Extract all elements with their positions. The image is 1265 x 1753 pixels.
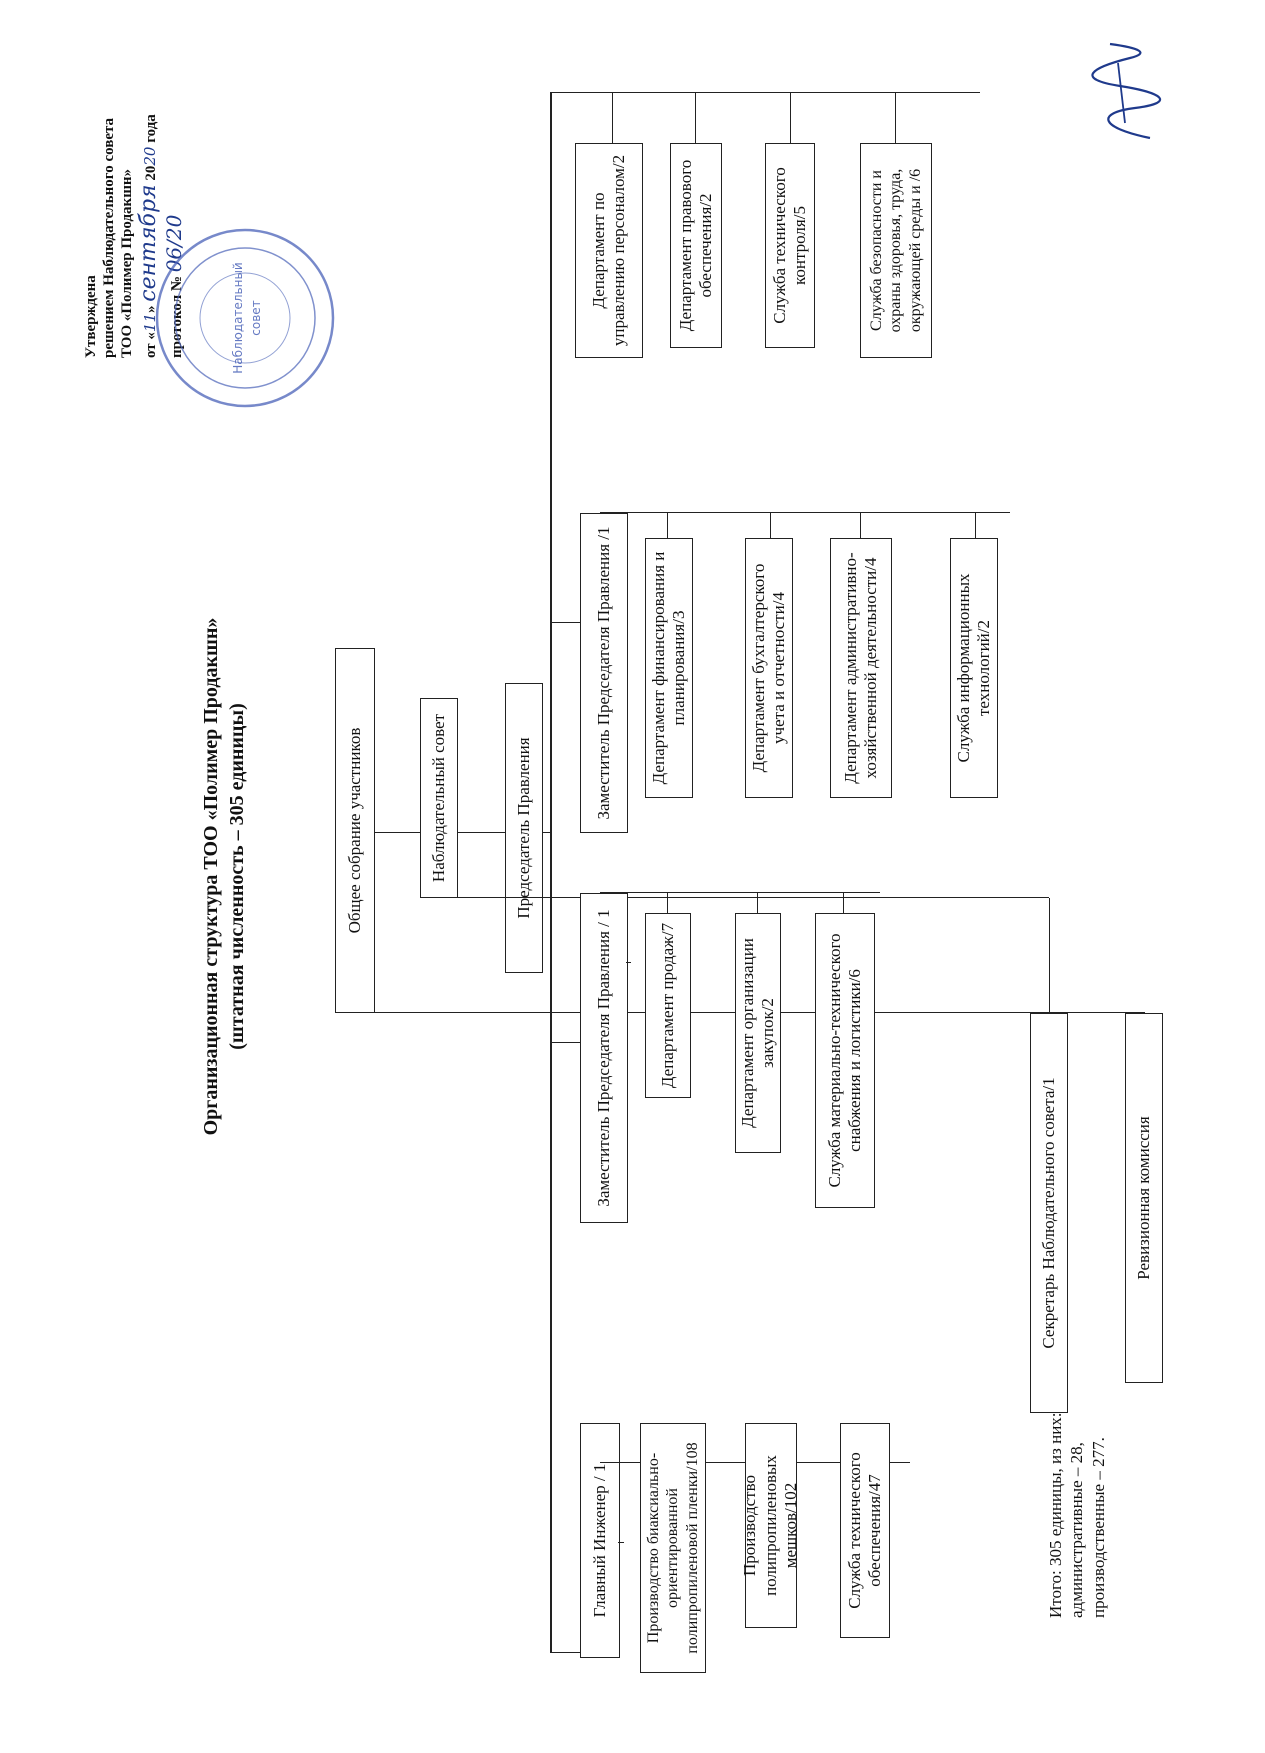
approval-line-3: ТОО «Полимер Продакшн» <box>119 168 135 358</box>
branch-head-deputy-2: Заместитель Председателя Правления /1 <box>580 513 628 833</box>
branch-1-spine <box>600 892 880 893</box>
seal-stamp-icon: Наблюдательный совет <box>155 228 335 408</box>
date-year: 20 <box>141 146 159 166</box>
connector-meeting-to-board <box>375 832 420 833</box>
unit-legal: Департамент правового обеспечения/2 <box>670 143 722 348</box>
summary-line-1: Итого: 305 единицы, из них: <box>1046 1412 1065 1618</box>
branch-2-spine <box>600 512 1010 513</box>
supervisory-board-box: Наблюдательный совет <box>420 698 458 898</box>
branch-head-chief-engineer: Главный Инженер / 1 <box>580 1423 620 1658</box>
branch-3-spine <box>580 92 980 93</box>
summary-line-3: производственные – 277. <box>1088 1437 1108 1618</box>
unit-tech-control: Служба технического контроля/5 <box>765 143 815 348</box>
unit-procurement: Департамент организации закупок/2 <box>735 913 781 1153</box>
approval-line-1: Утверждена <box>83 275 99 358</box>
unit-pp-bags: Производство полипропиленовых мешков/102 <box>740 1423 800 1628</box>
unit-bopp-film: Производство биаксиально-ориентированной… <box>640 1423 706 1673</box>
unit-tech-support: Служба технического обеспечения/47 <box>840 1423 890 1638</box>
seal-text-1: Наблюдательный <box>231 262 245 373</box>
main-branch-bus <box>550 93 552 1653</box>
connector-board-to-secretary <box>439 897 1049 898</box>
connector-chairman-down <box>543 832 550 833</box>
audit-commission-box: Ревизионная комиссия <box>1125 1013 1163 1383</box>
unit-hr: Департамент по управлению персоналом/2 <box>575 143 643 358</box>
summary-block: Итого: 305 единицы, из них: администрати… <box>1045 1258 1109 1618</box>
unit-finance-planning: Департамент финансирования и планировани… <box>645 538 693 798</box>
signature-icon <box>1091 42 1162 140</box>
unit-accounting: Департамент бухгалтерского учета и отчет… <box>745 538 793 798</box>
connector-board-to-chairman <box>458 832 505 833</box>
unit-it: Служба информационных технологий/2 <box>950 538 998 798</box>
unit-admin: Департамент административно-хозяйственно… <box>830 538 892 798</box>
summary-line-2: административные – 28, <box>1067 1442 1087 1618</box>
general-meeting-box: Общее собрание участников <box>335 648 375 1013</box>
unit-safety: Служба безопасности и охраны здоровья, т… <box>860 143 932 358</box>
unit-logistics: Служба материально-технического снабжени… <box>815 913 875 1208</box>
chairman-box: Председатель Правления <box>505 683 543 973</box>
unit-sales: Департамент продаж/7 <box>645 913 691 1098</box>
seal-text-2: совет <box>249 300 263 335</box>
approval-line-2: решением Наблюдательного совета <box>101 117 117 358</box>
branch-head-deputy-1: Заместитель Председателя Правления / 1 <box>580 893 628 1223</box>
